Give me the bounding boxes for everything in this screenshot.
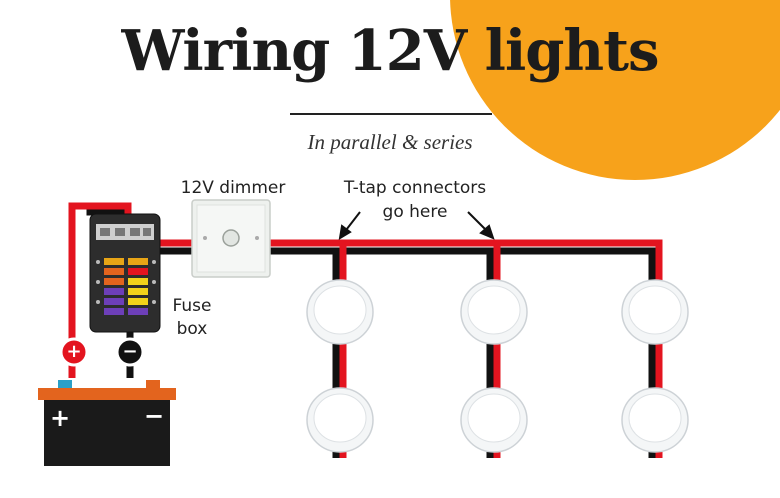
ttap-label-line1: T-tap connectors bbox=[343, 178, 487, 198]
light-puck bbox=[621, 387, 689, 453]
lights-group bbox=[306, 279, 689, 453]
dimmer-switch bbox=[191, 199, 271, 278]
light-puck bbox=[621, 279, 689, 345]
light-puck bbox=[306, 279, 374, 345]
fuse-row-right bbox=[128, 258, 148, 315]
fuse-row-left bbox=[104, 258, 124, 315]
battery bbox=[38, 380, 176, 466]
positive-terminal-ring bbox=[59, 337, 89, 367]
battery-minus-sign: − bbox=[144, 402, 165, 430]
positive-terminal-sign: + bbox=[66, 341, 82, 362]
ttap-arrow-left bbox=[338, 211, 361, 240]
fuse-label-line2: box bbox=[176, 319, 208, 339]
page-title: Wiring 12V lights bbox=[121, 18, 659, 84]
ttap-arrow-right bbox=[467, 211, 495, 240]
light-puck bbox=[306, 387, 374, 453]
negative-terminal-ring bbox=[115, 337, 145, 367]
light-puck bbox=[460, 279, 528, 345]
negative-terminal-sign: − bbox=[122, 341, 138, 362]
light-puck bbox=[460, 387, 528, 453]
battery-plus-sign: + bbox=[50, 404, 71, 432]
fuse-label-line1: Fuse bbox=[172, 296, 212, 316]
page-subtitle: In parallel & series bbox=[307, 130, 473, 154]
accent-circle bbox=[450, 0, 780, 180]
battery-positive-lead bbox=[68, 202, 132, 378]
ttap-label-line2: go here bbox=[382, 202, 448, 222]
fuse-box bbox=[89, 213, 161, 333]
bus-positive-main bbox=[268, 239, 663, 458]
dimmer-label: 12V dimmer bbox=[180, 178, 286, 198]
